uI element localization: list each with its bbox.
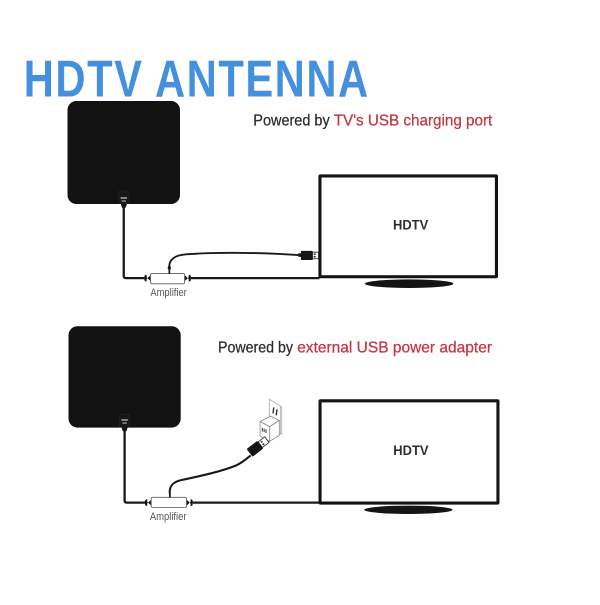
svg-text:Amplifier: Amplifier (150, 287, 187, 299)
svg-text:HDTV ANTENNA: HDTV ANTENNA (24, 50, 368, 109)
svg-text:Powered by: Powered by (253, 113, 329, 130)
svg-text:external USB power adapter: external USB power adapter (297, 339, 492, 356)
svg-text:Amplifier: Amplifier (150, 511, 187, 523)
svg-text:HDTV: HDTV (393, 443, 428, 458)
svg-text:Powered by: Powered by (218, 339, 293, 356)
svg-text:HDTV: HDTV (393, 218, 428, 233)
svg-text:TV's USB charging port: TV's USB charging port (334, 113, 493, 130)
